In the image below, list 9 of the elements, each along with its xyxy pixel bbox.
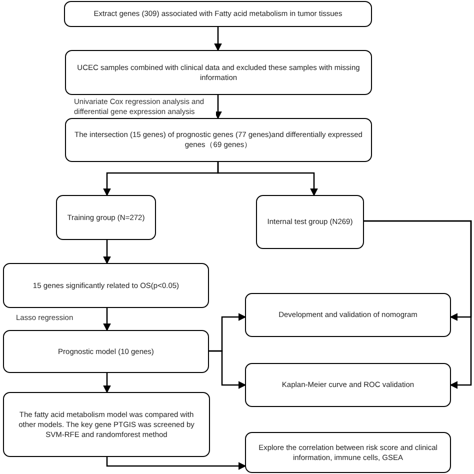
arrow xyxy=(103,373,111,394)
arrow xyxy=(217,162,318,196)
arrow xyxy=(214,27,222,52)
arrow xyxy=(364,220,472,389)
arrow xyxy=(106,457,246,470)
arrow xyxy=(209,350,246,389)
arrow xyxy=(103,240,111,264)
arrow xyxy=(103,308,111,332)
arrow xyxy=(214,95,222,120)
